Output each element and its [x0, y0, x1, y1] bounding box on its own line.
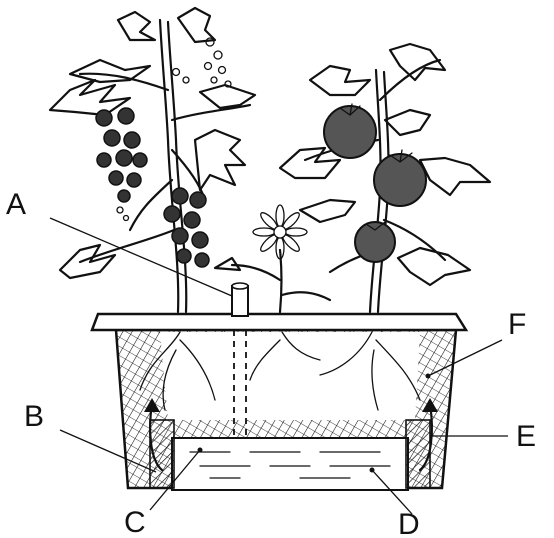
label-b: B [24, 400, 44, 433]
cherry-tomato-cluster-left [96, 108, 147, 202]
label-a: A [6, 188, 26, 221]
cherry-tomato-plant [50, 8, 255, 312]
wick-column-right [406, 420, 430, 488]
label-e: E [516, 420, 536, 453]
label-d: D [398, 508, 420, 538]
water-reservoir [172, 438, 408, 490]
tomato-fruits [324, 104, 426, 262]
tomato-plant [280, 44, 490, 312]
cherry-tomato-cluster-right [164, 188, 209, 267]
planter-box [92, 283, 466, 490]
label-f: F [508, 308, 526, 341]
label-c: C [124, 506, 146, 538]
